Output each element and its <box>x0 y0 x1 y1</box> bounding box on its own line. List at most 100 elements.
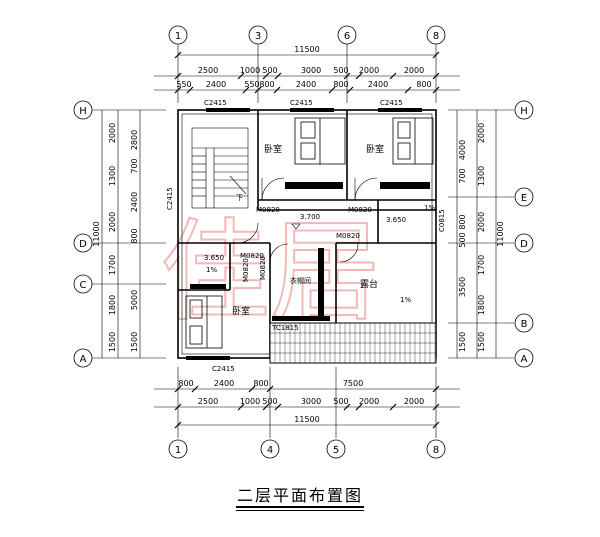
dim-right2-4: 3500 <box>458 277 467 297</box>
label-m0820-b: M0820 <box>348 206 372 214</box>
dim-top1-0: 2500 <box>198 66 218 75</box>
dim-total-left: 11000 <box>92 221 101 246</box>
axis-bottom-1: 1 <box>175 445 181 456</box>
dim-top2-2: 550 <box>244 80 259 89</box>
dim-left1-4: 1800 <box>108 295 117 315</box>
dim-right1-5: 1500 <box>477 332 486 352</box>
title-underline <box>236 506 364 508</box>
room-master-bedroom: 卧室 <box>264 143 282 155</box>
axis-bubbles <box>73 25 534 459</box>
room-closet: 衣帽间 <box>290 276 311 285</box>
dim-top1-6: 2000 <box>404 66 424 75</box>
dim-right2-3: 500 <box>458 232 467 247</box>
label-slope-3: 1% <box>400 296 411 304</box>
dim-top2-0: 550 <box>176 80 191 89</box>
axis-labels: 1 3 6 8 1 4 5 8 H D C A H E D B A <box>79 31 528 456</box>
dim-bottom2-5: 2000 <box>359 397 379 406</box>
dim-top2-6: 2400 <box>368 80 388 89</box>
label-m0820-a: M0820 <box>256 206 280 214</box>
dim-left1-2: 2000 <box>108 212 117 232</box>
label-elev-bath: 3.650 <box>386 216 406 224</box>
dim-top1-5: 2000 <box>359 66 379 75</box>
dim-total-bottom: 11500 <box>294 415 319 424</box>
label-c2415-e: C2415 <box>212 365 235 373</box>
dim-left2-0: 2800 <box>130 130 139 150</box>
dim-bottom2-3: 3000 <box>301 397 321 406</box>
dim-top2-5: 800 <box>333 80 348 89</box>
label-c2415-d: C2415 <box>166 187 174 210</box>
room-bedroom-sw: 卧室 <box>232 305 250 317</box>
label-elev-bath2: 3.650 <box>204 254 224 262</box>
dim-right1-1: 1300 <box>477 166 486 186</box>
dim-bottom2-1: 1000 <box>240 397 260 406</box>
dim-right1-4: 1800 <box>477 295 486 315</box>
dim-top2-7: 800 <box>416 80 431 89</box>
label-elev-main: 3.700 <box>300 213 320 221</box>
label-c2415-c: C2415 <box>380 99 403 107</box>
label-m0820-c: M0820 <box>336 232 360 240</box>
wardrobes <box>190 182 430 321</box>
dimension-ticks <box>174 51 440 429</box>
dim-left1-5: 1500 <box>108 332 117 352</box>
axis-left-h: H <box>79 106 87 117</box>
elevation-mark <box>291 223 301 230</box>
dim-top1-4: 500 <box>333 66 348 75</box>
axis-top-3: 3 <box>255 31 261 42</box>
label-m0820-d: M0820 <box>240 252 264 260</box>
label-down: 下 <box>236 194 243 202</box>
dim-bottom1-1: 2400 <box>214 379 234 388</box>
axis-left-a: A <box>80 354 87 365</box>
dim-left2-5: 1500 <box>130 332 139 352</box>
axis-bottom-5: 5 <box>333 445 339 456</box>
axis-top-1: 1 <box>175 31 181 42</box>
axis-top-8: 8 <box>433 31 439 42</box>
dim-top2-1: 2400 <box>206 80 226 89</box>
dim-bottom1-2: 800 <box>253 379 268 388</box>
dim-right1-0: 2000 <box>477 123 486 143</box>
dim-right2-1: 700 <box>458 168 467 183</box>
dimension-text-vertical: 11000 2000 1300 2000 1700 1800 1500 2800… <box>92 123 505 352</box>
room-labels: 卧室 卧室 卧室 衣帽间 露台 <box>232 143 384 317</box>
label-c2415-b: C2415 <box>290 99 313 107</box>
axis-right-e: E <box>521 193 527 204</box>
dim-left2-3: 800 <box>130 228 139 243</box>
dim-left2-4: 5000 <box>130 290 139 310</box>
axis-right-d: D <box>520 239 528 250</box>
axis-left-c: C <box>80 280 87 291</box>
dim-left2-2: 2400 <box>130 192 139 212</box>
label-m0820-e: M0820 <box>259 256 267 280</box>
dim-bottom2-0: 2500 <box>198 397 218 406</box>
label-c0815: C0815 <box>438 209 446 232</box>
dim-right2-5: 1500 <box>458 332 467 352</box>
dim-top1-3: 3000 <box>301 66 321 75</box>
dim-top2-4: 2400 <box>296 80 316 89</box>
axis-top-6: 6 <box>344 31 350 42</box>
title-underline-thin <box>236 510 364 511</box>
beds <box>185 117 434 349</box>
dim-top1-1: 1000 <box>240 66 260 75</box>
dim-bottom1-3: 7500 <box>343 379 363 388</box>
dim-total-right: 11000 <box>496 221 505 246</box>
doors <box>237 177 378 263</box>
axis-bottom-4: 4 <box>267 445 273 456</box>
axis-right-h: H <box>520 106 528 117</box>
label-tc1815: TC1815 <box>271 324 299 332</box>
dim-top2-3: 800 <box>259 80 274 89</box>
window-marks <box>186 108 422 360</box>
room-bedroom-ne: 卧室 <box>366 143 384 155</box>
dim-bottom1-0: 800 <box>178 379 193 388</box>
dimension-lines <box>92 44 514 438</box>
dim-bottom2-4: 500 <box>333 397 348 406</box>
room-terrace: 露台 <box>360 278 378 290</box>
axis-left-d: D <box>79 239 87 250</box>
drawing-title: 二层平面布置图 <box>236 486 363 505</box>
dim-left1-0: 2000 <box>108 123 117 143</box>
staircase <box>191 127 249 209</box>
label-slope-1: 1% <box>424 204 435 212</box>
annotations: C2415 C2415 C2415 C2415 C2415 C0815 TC18… <box>166 99 446 373</box>
dim-right1-3: 1700 <box>477 255 486 275</box>
axis-right-b: B <box>521 319 528 330</box>
dim-right2-0: 4000 <box>458 140 467 160</box>
terrace-railing <box>269 322 437 364</box>
